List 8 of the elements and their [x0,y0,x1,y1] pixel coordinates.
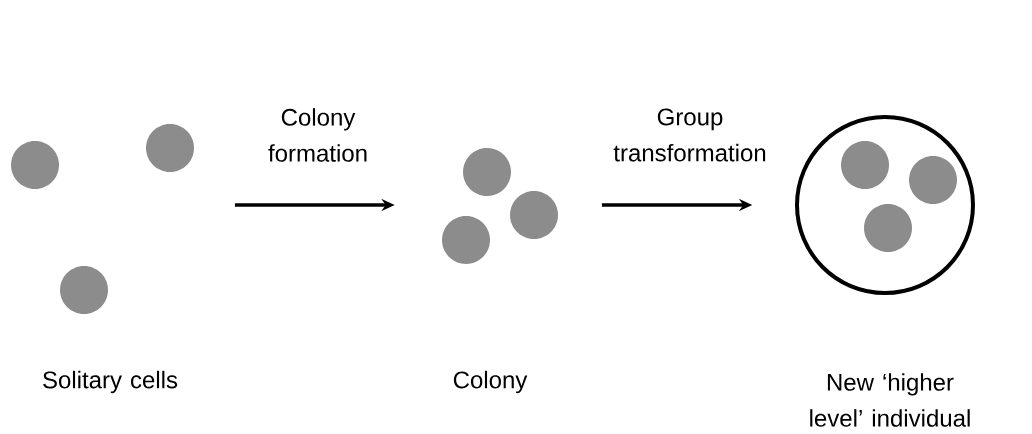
cells-drawing [442,148,558,264]
cells-drawing [11,124,194,314]
edge-label: Colony formation [268,108,367,162]
caption: Colony [453,370,528,394]
individual-drawing [795,115,975,295]
edge-label: Group transformation [613,108,766,162]
node-label: New ‘higher level’ individual [810,373,970,427]
node-label: Solitary cells [43,370,178,394]
